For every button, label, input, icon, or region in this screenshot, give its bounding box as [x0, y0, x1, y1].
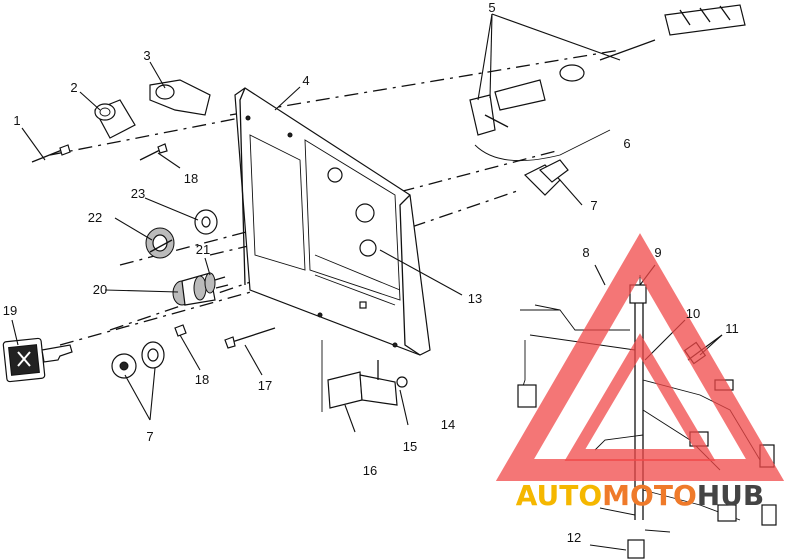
- watermark-triangle: [495, 233, 785, 481]
- callout-14: 14: [441, 417, 455, 432]
- key-19: [2, 337, 73, 383]
- callout-5: 5: [488, 0, 495, 15]
- light-assembly-6: [469, 39, 656, 162]
- washer-7b: [141, 341, 165, 369]
- watermark-part3: HUB: [697, 479, 765, 512]
- callout-9: 9: [654, 245, 661, 260]
- callout-3: 3: [143, 48, 150, 63]
- callout-11: 11: [725, 321, 739, 336]
- watermark: AUTOMOTOHUB: [495, 233, 785, 512]
- mounting-panel: [234, 87, 431, 356]
- callout-19: 19: [3, 303, 17, 318]
- callout-20: 20: [93, 282, 107, 297]
- callout-6: 6: [623, 136, 630, 151]
- washer-23: [194, 209, 218, 235]
- callout-18a: 18: [184, 171, 198, 186]
- watermark-part2: MOTO: [602, 479, 697, 512]
- toggle-switch-7: [523, 159, 569, 196]
- callout-22: 22: [88, 210, 102, 225]
- callout-23: 23: [131, 186, 145, 201]
- callout-17: 17: [258, 378, 272, 393]
- callout-12: 12: [567, 530, 581, 545]
- callout-4: 4: [302, 73, 309, 88]
- callout-8: 8: [582, 245, 589, 260]
- callout-16: 16: [363, 463, 377, 478]
- ignition-switch-20: [172, 272, 229, 306]
- bolt-17: [224, 327, 276, 349]
- grommet-plate-2: [94, 99, 136, 139]
- callout-7b: 7: [146, 429, 153, 444]
- callout-21: 21: [196, 242, 210, 257]
- callout-1: 1: [13, 113, 20, 128]
- watermark-part1: AUTO: [516, 479, 602, 512]
- mount-bracket-3: [149, 79, 211, 116]
- nut-22: [145, 227, 175, 259]
- screw-18b: [174, 324, 187, 337]
- callout-18b: 18: [195, 372, 209, 387]
- screw-1: [31, 144, 71, 163]
- callout-2: 2: [70, 80, 77, 95]
- watermark-triangle-inner: [564, 333, 716, 461]
- nut-7b: [111, 353, 137, 379]
- housing-upper-right: [664, 4, 746, 36]
- callout-10: 10: [686, 306, 700, 321]
- callout-13: 13: [468, 291, 482, 306]
- callout-15: 15: [403, 439, 417, 454]
- relay-assembly: [321, 340, 408, 412]
- callout-7a: 7: [590, 198, 597, 213]
- watermark-text: AUTOMOTOHUB: [516, 479, 765, 512]
- screw-18a: [139, 143, 168, 161]
- callouts: 1 2 3 4 5 6 7 7 8 9 10 11 12 13 14 15 16…: [3, 0, 739, 545]
